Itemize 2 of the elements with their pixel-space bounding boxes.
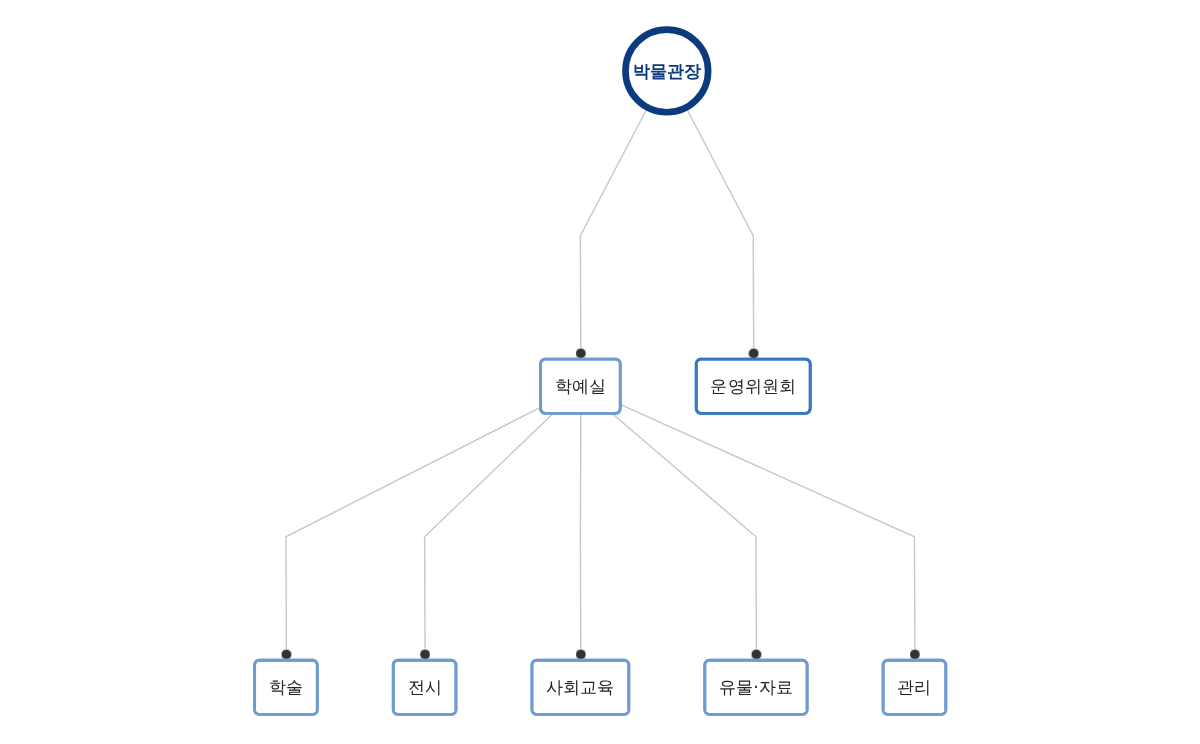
org-chart: 박물관장 학예실 운영위원회 학술 전시 사회교육 유물·자료 관리 bbox=[246, 22, 954, 722]
node-circle bbox=[621, 26, 712, 116]
